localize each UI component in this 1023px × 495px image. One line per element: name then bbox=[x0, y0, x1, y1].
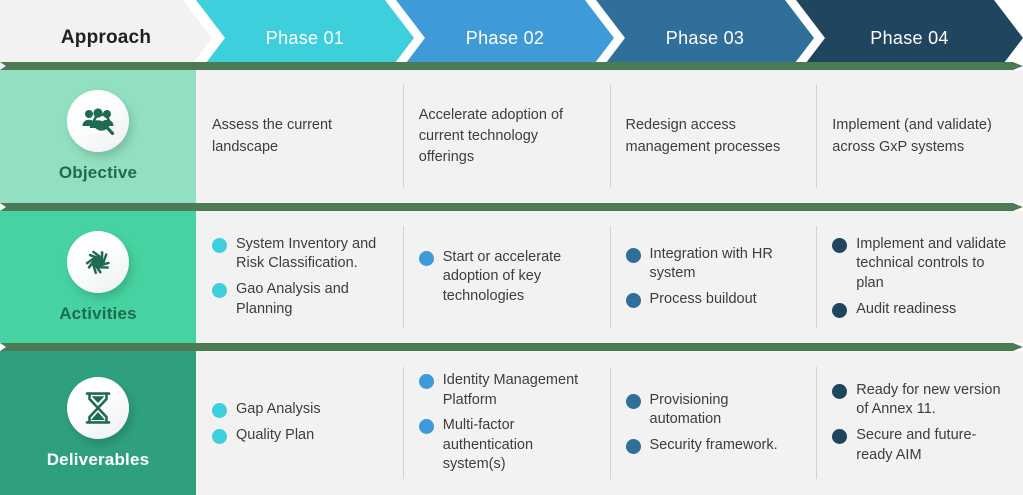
row-title-objective: Objective bbox=[58, 163, 138, 182]
list-item: Integration with HR system bbox=[625, 245, 801, 284]
list-item: Identity Management Platform bbox=[418, 371, 594, 410]
bullet-dot-icon bbox=[418, 419, 434, 435]
bullet-text: Multi-factor authentication system(s) bbox=[442, 417, 534, 473]
bullet-list: Start or accelerate adoption of key tech… bbox=[418, 242, 594, 313]
list-item: Quality Plan bbox=[212, 426, 387, 446]
phase-header-03-label: Phase 03 bbox=[665, 27, 745, 48]
cell-objective-phase4: Implement (and validate) across GxP syst… bbox=[816, 70, 1023, 203]
teamwork-hands-star-icon bbox=[85, 250, 110, 274]
cell-activities-phase1: System Inventory and Risk Classification… bbox=[196, 211, 403, 343]
objective-text: Redesign access management processes bbox=[625, 117, 781, 155]
list-item: Implement and validate technical control… bbox=[832, 235, 1007, 294]
bullet-dot-icon bbox=[832, 383, 848, 399]
bullet-text: Implement and validate technical control… bbox=[856, 235, 1007, 291]
row-separator-3 bbox=[0, 343, 1023, 351]
cell-activities-phase4: Implement and validate technical control… bbox=[816, 211, 1023, 343]
bullet-dot-icon bbox=[625, 292, 641, 308]
objective-text: Accelerate adoption of current technolog… bbox=[418, 106, 564, 165]
row-objective: Objective Assess the current landscape Acc… bbox=[0, 70, 1023, 203]
row-separator-1 bbox=[0, 62, 1023, 70]
bullet-text: Gap Analysis bbox=[236, 401, 321, 418]
phase-header-04-label: Phase 04 bbox=[870, 27, 949, 48]
bullet-list: Ready for new version of Annex 11. Secure… bbox=[832, 375, 1007, 471]
bullet-dot-icon bbox=[212, 283, 227, 298]
bullet-text: Ready for new version of Annex 11. bbox=[856, 381, 1001, 418]
list-item: Security framework. bbox=[625, 436, 801, 456]
cell-activities-phase2: Start or accelerate adoption of key tech… bbox=[402, 211, 610, 343]
list-item: Gao Analysis and Planning bbox=[212, 280, 387, 319]
bullet-dot-icon bbox=[625, 247, 641, 263]
list-item: Ready for new version of Annex 11. bbox=[832, 381, 1007, 420]
bullet-text: Integration with HR system bbox=[649, 245, 773, 282]
approach-header-label: Approach bbox=[60, 27, 152, 48]
bullet-dot-icon bbox=[832, 237, 848, 253]
bullet-text: Provisioning automation bbox=[649, 391, 729, 428]
bullet-list: System Inventory and Risk Classification… bbox=[212, 229, 387, 325]
cell-deliverables-phase4: Ready for new version of Annex 11. Secure… bbox=[816, 351, 1023, 495]
list-item: Provisioning automation bbox=[625, 391, 801, 430]
cell-objective-phase2: Accelerate adoption of current technolog… bbox=[402, 70, 610, 203]
row-label-objective: Objective bbox=[0, 70, 196, 203]
bullet-dot-icon bbox=[212, 429, 227, 444]
row-title-deliverables: Deliverables bbox=[46, 449, 150, 469]
row-activities: Activities System Inventory and Risk Clas… bbox=[0, 211, 1023, 343]
bullet-dot-icon bbox=[832, 302, 848, 318]
bullet-dot-icon bbox=[418, 250, 434, 266]
bullet-dot-icon bbox=[212, 403, 227, 419]
bullet-dot-icon bbox=[418, 374, 434, 390]
row-label-deliverables: Deliverables bbox=[0, 351, 196, 495]
people-search-icon-badge bbox=[67, 90, 129, 152]
row-body-objective: Assess the current landscape Accelerate a… bbox=[196, 70, 1023, 203]
list-item: Process buildout bbox=[625, 290, 801, 310]
cell-objective-phase1: Assess the current landscape bbox=[196, 70, 403, 203]
row-body-activities: System Inventory and Risk Classification… bbox=[196, 211, 1023, 343]
list-item: Start or accelerate adoption of key tech… bbox=[418, 248, 594, 307]
bullet-text: System Inventory and Risk Classification… bbox=[236, 235, 377, 272]
bullet-text: Secure and future-ready AIM bbox=[856, 427, 977, 463]
bullet-text: Quality Plan bbox=[236, 427, 315, 443]
bullet-text: Identity Management Platform bbox=[442, 372, 579, 408]
row-separator-2 bbox=[0, 203, 1023, 211]
bullet-list: Implement and validate technical control… bbox=[832, 229, 1007, 325]
people-search-icon bbox=[82, 108, 115, 135]
hourglass-icon-badge bbox=[67, 376, 129, 439]
bullet-text: Audit readiness bbox=[856, 300, 957, 317]
cell-objective-phase3: Redesign access management processes bbox=[609, 70, 817, 203]
objective-text: Implement (and validate) across GxP syst… bbox=[832, 117, 992, 155]
list-item: Audit readiness bbox=[832, 300, 1007, 320]
hourglass-icon bbox=[85, 391, 111, 424]
bullet-dot-icon bbox=[212, 237, 227, 253]
row-title-activities: Activities bbox=[59, 303, 137, 323]
bullet-text: Security framework. bbox=[649, 436, 778, 453]
phase-header-01-label: Phase 01 bbox=[265, 27, 345, 48]
bullet-text: Start or accelerate adoption of key tech… bbox=[442, 248, 562, 304]
list-item: System Inventory and Risk Classification… bbox=[212, 235, 387, 274]
list-item: Gap Analysis bbox=[212, 400, 387, 420]
bullet-text: Process buildout bbox=[649, 290, 757, 307]
bullet-dot-icon bbox=[625, 393, 641, 409]
teamwork-hands-star-icon-badge bbox=[67, 230, 129, 293]
phase-header-02-label: Phase 02 bbox=[465, 27, 545, 48]
row-label-activities: Activities bbox=[0, 211, 196, 343]
bullet-text: Gao Analysis and Planning bbox=[236, 281, 349, 317]
list-item: Secure and future-ready AIM bbox=[832, 426, 1007, 465]
objective-text: Assess the current landscape bbox=[212, 117, 333, 155]
list-item: Multi-factor authentication system(s) bbox=[418, 416, 594, 475]
bullet-dot-icon bbox=[625, 438, 641, 454]
bullet-dot-icon bbox=[832, 429, 848, 444]
